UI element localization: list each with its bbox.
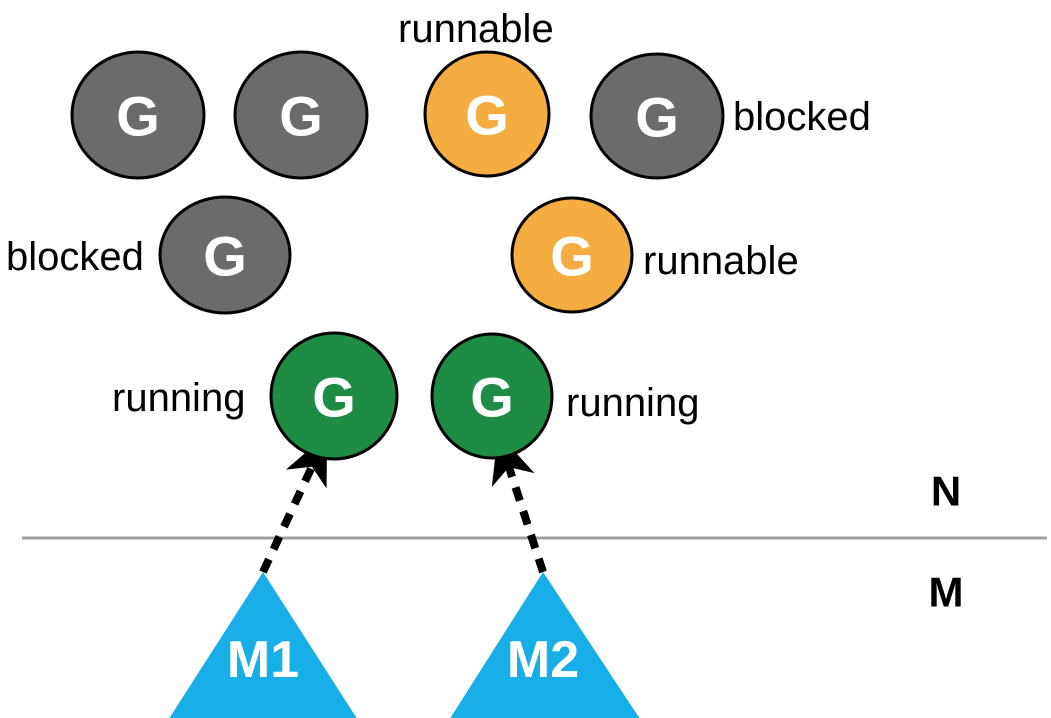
- machine-label-m2: M2: [507, 631, 579, 689]
- goroutine-letter: G: [203, 225, 247, 288]
- goroutine-blocked-1[interactable]: [70, 50, 206, 180]
- caption-group: runnable blocked blocked runnable runnin…: [6, 7, 871, 425]
- caption-blocked-right: blocked: [733, 95, 871, 139]
- arrow-m2-to-running-goroutine: [491, 432, 547, 574]
- arrow-m1-to-running-goroutine: [259, 434, 328, 574]
- goroutine-letter: G: [116, 85, 160, 148]
- goroutine-blocked-4[interactable]: [158, 195, 292, 315]
- caption-runnable-right: runnable: [643, 239, 799, 283]
- goroutine-group: G G G G G G G G: [70, 50, 725, 461]
- machine-group: M1 M2: [163, 572, 646, 718]
- goroutine-letter: G: [635, 86, 679, 149]
- goroutine-runnable-1[interactable]: [423, 50, 551, 178]
- label-n: N: [931, 468, 961, 515]
- goroutine-blocked-3[interactable]: [589, 52, 725, 180]
- machine-triangle-m1[interactable]: [163, 572, 363, 718]
- machine-triangle-m2[interactable]: [444, 572, 646, 718]
- goroutine-letter: G: [312, 366, 356, 429]
- side-letter-group: N M: [929, 468, 964, 616]
- caption-running-left: running: [112, 376, 245, 420]
- goroutine-letter: G: [550, 225, 594, 288]
- goroutine-letter: G: [465, 84, 509, 147]
- machine-label-m1: M1: [227, 631, 299, 689]
- caption-running-right: running: [566, 381, 699, 425]
- goroutine-runnable-2[interactable]: [510, 196, 634, 314]
- caption-runnable-top: runnable: [398, 7, 554, 51]
- goroutine-blocked-2[interactable]: [233, 50, 369, 180]
- goroutine-letter: G: [470, 366, 514, 429]
- goroutine-letter: G: [279, 85, 323, 148]
- caption-blocked-left: blocked: [6, 235, 144, 279]
- label-m: M: [929, 569, 964, 616]
- arrow-group: [259, 432, 547, 574]
- goroutine-running-1[interactable]: [269, 331, 399, 461]
- goroutine-running-2[interactable]: [430, 332, 554, 460]
